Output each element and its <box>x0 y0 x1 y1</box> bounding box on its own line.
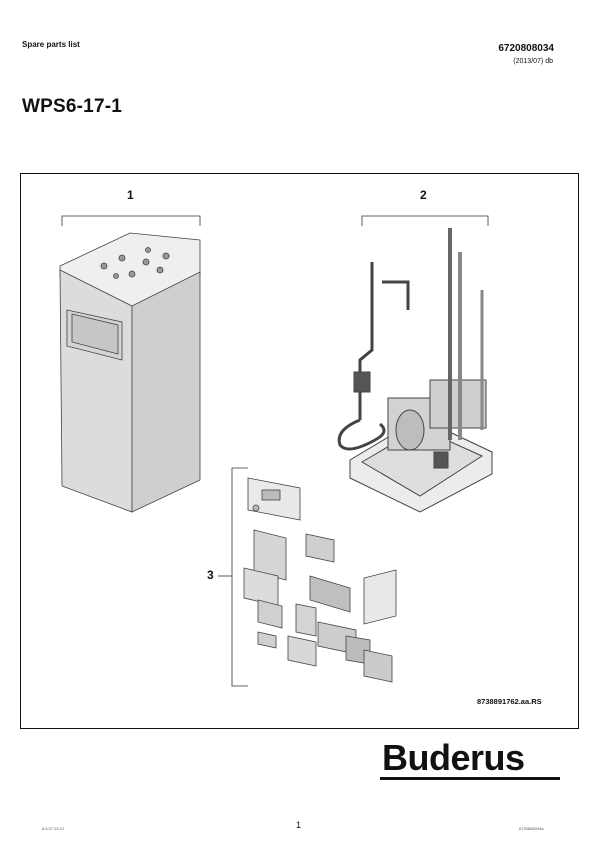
footer-right-text: 6720808034a <box>519 826 544 831</box>
figure-code: 8738891762.aa.RS <box>477 697 542 706</box>
document-date: (2013/07) db <box>513 58 553 65</box>
callout-1: 1 <box>127 188 134 202</box>
bracket-3 <box>231 467 248 687</box>
page-number: 1 <box>296 820 302 830</box>
model-title: WPS6-17-1 <box>22 96 123 117</box>
buderus-logo: Buderus <box>382 737 525 778</box>
electrical-components-icon <box>243 477 397 683</box>
logo-underline <box>380 777 560 780</box>
footer-left-text: 6.6.07.20.21 <box>42 826 65 831</box>
figure-frame <box>20 173 579 729</box>
bracket-2 <box>361 215 489 226</box>
callout-3: 3 <box>207 568 214 582</box>
refrigerant-circuit-icon <box>337 228 493 513</box>
callout-2: 2 <box>420 188 427 202</box>
document-number: 6720808034 <box>498 43 554 54</box>
cabinet-icon <box>59 232 201 513</box>
bracket-1 <box>61 215 201 226</box>
document-type: Spare parts list <box>22 40 80 49</box>
